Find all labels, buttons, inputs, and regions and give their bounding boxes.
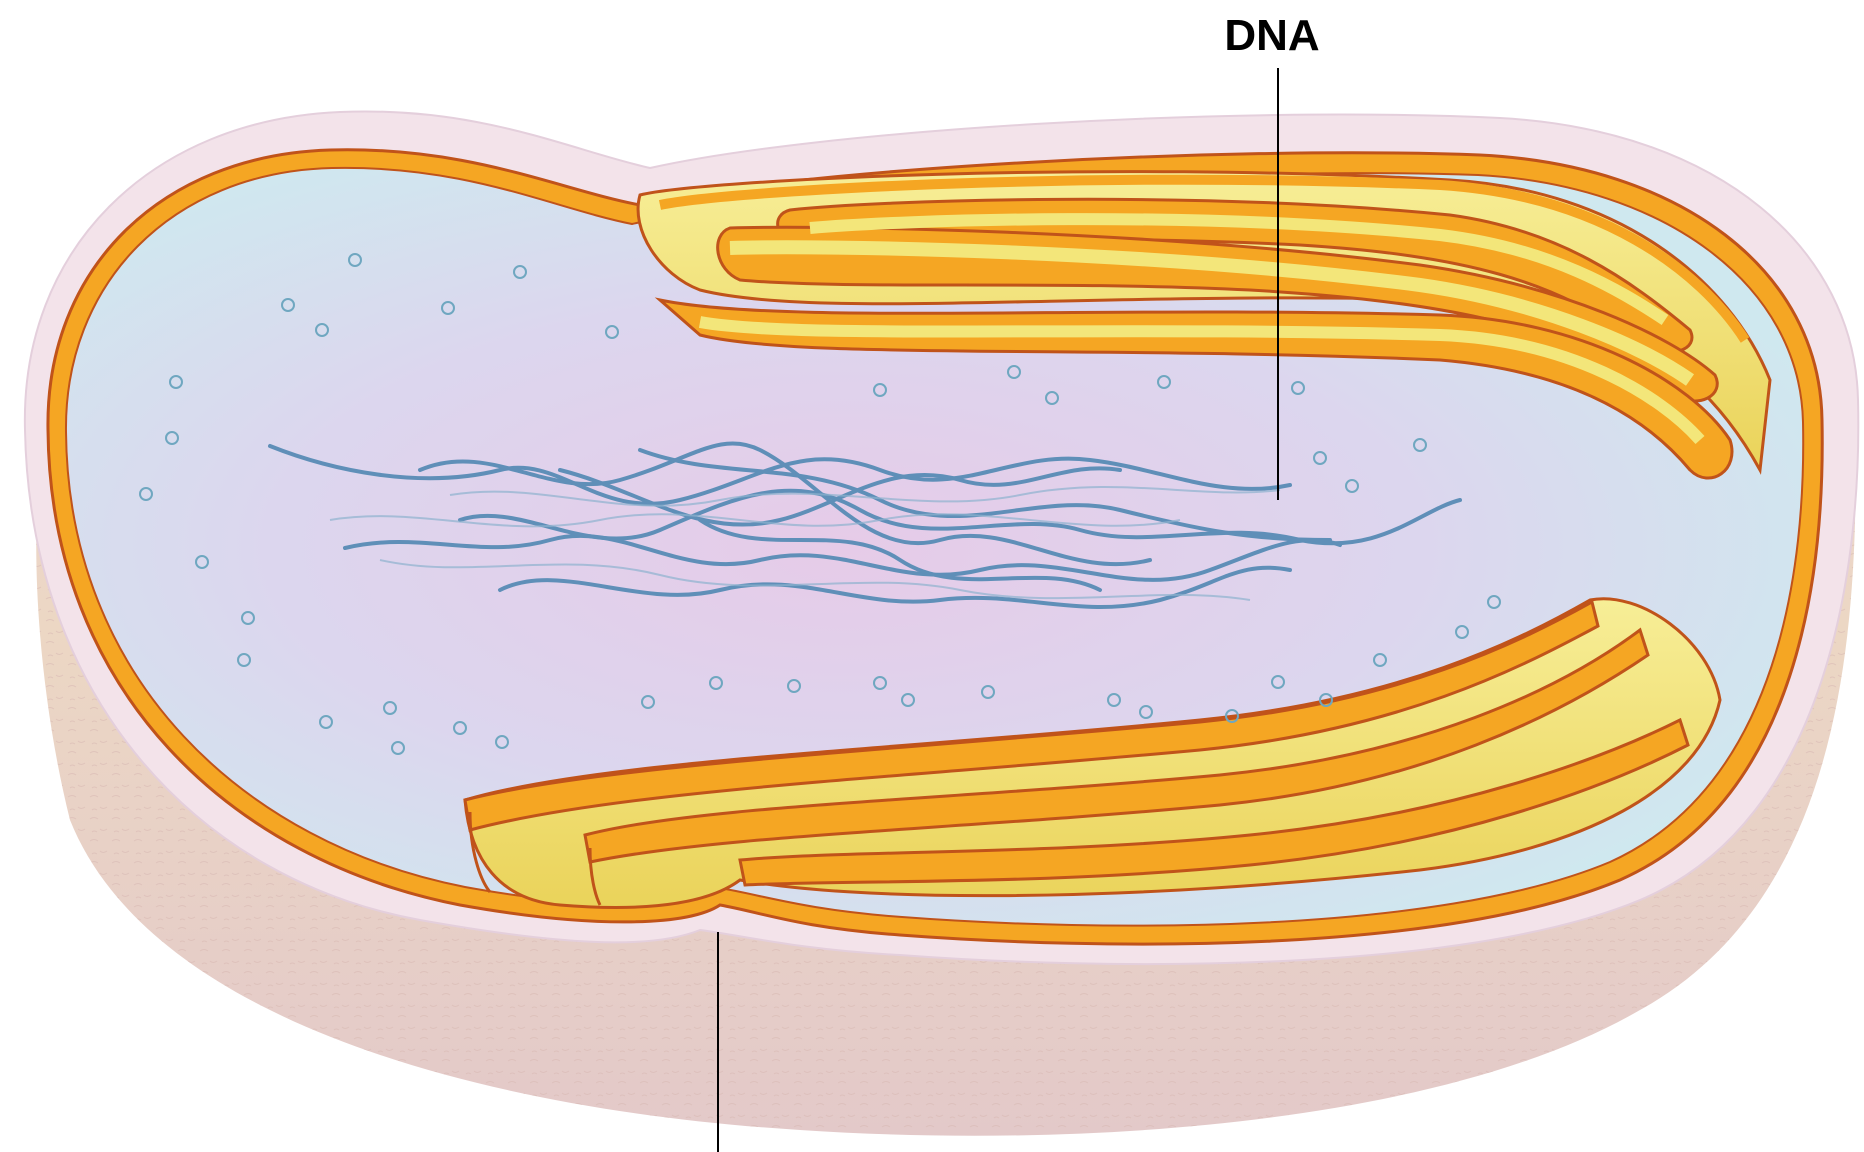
- dna-label: DNA: [1224, 11, 1319, 60]
